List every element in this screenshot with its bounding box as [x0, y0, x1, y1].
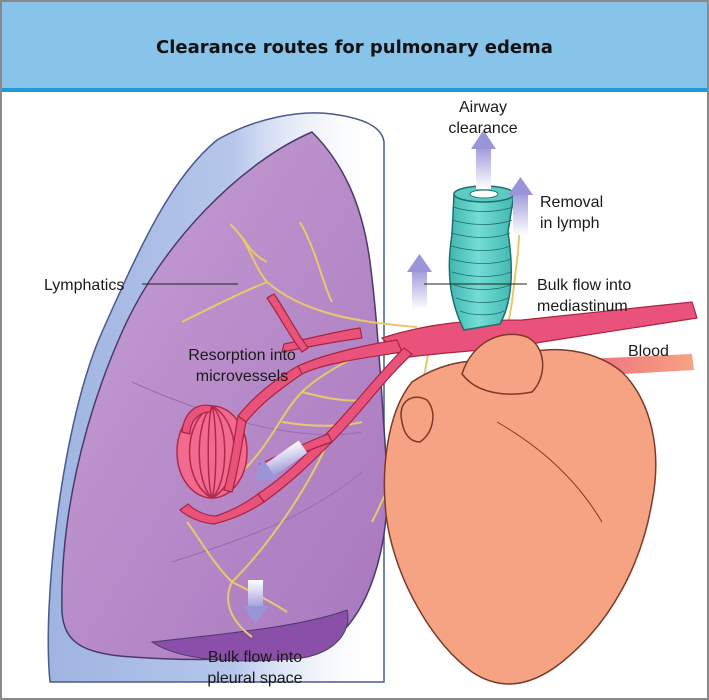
heart — [384, 334, 655, 684]
label-resorption-1: Resorption into — [188, 347, 296, 364]
mediastinum-arrow — [407, 254, 432, 310]
airway-arrow — [471, 130, 496, 189]
label-mediastinum-2: mediastinum — [537, 298, 628, 315]
label-resorption-2: microvessels — [196, 368, 288, 385]
label-lymph-1: Removal — [540, 194, 603, 211]
label-blood: Blood — [628, 343, 669, 360]
label-lymph-2: in lymph — [540, 215, 600, 232]
label-lymphatics: Lymphatics — [44, 277, 124, 294]
label-mediastinum-1: Bulk flow into — [537, 277, 631, 294]
label-pleural-2: pleural space — [207, 670, 302, 687]
label-airway-2: clearance — [448, 120, 517, 137]
label-airway-1: Airway — [459, 99, 507, 116]
trachea — [449, 186, 514, 330]
lung — [62, 132, 387, 659]
label-pleural-1: Bulk flow into — [208, 649, 302, 666]
